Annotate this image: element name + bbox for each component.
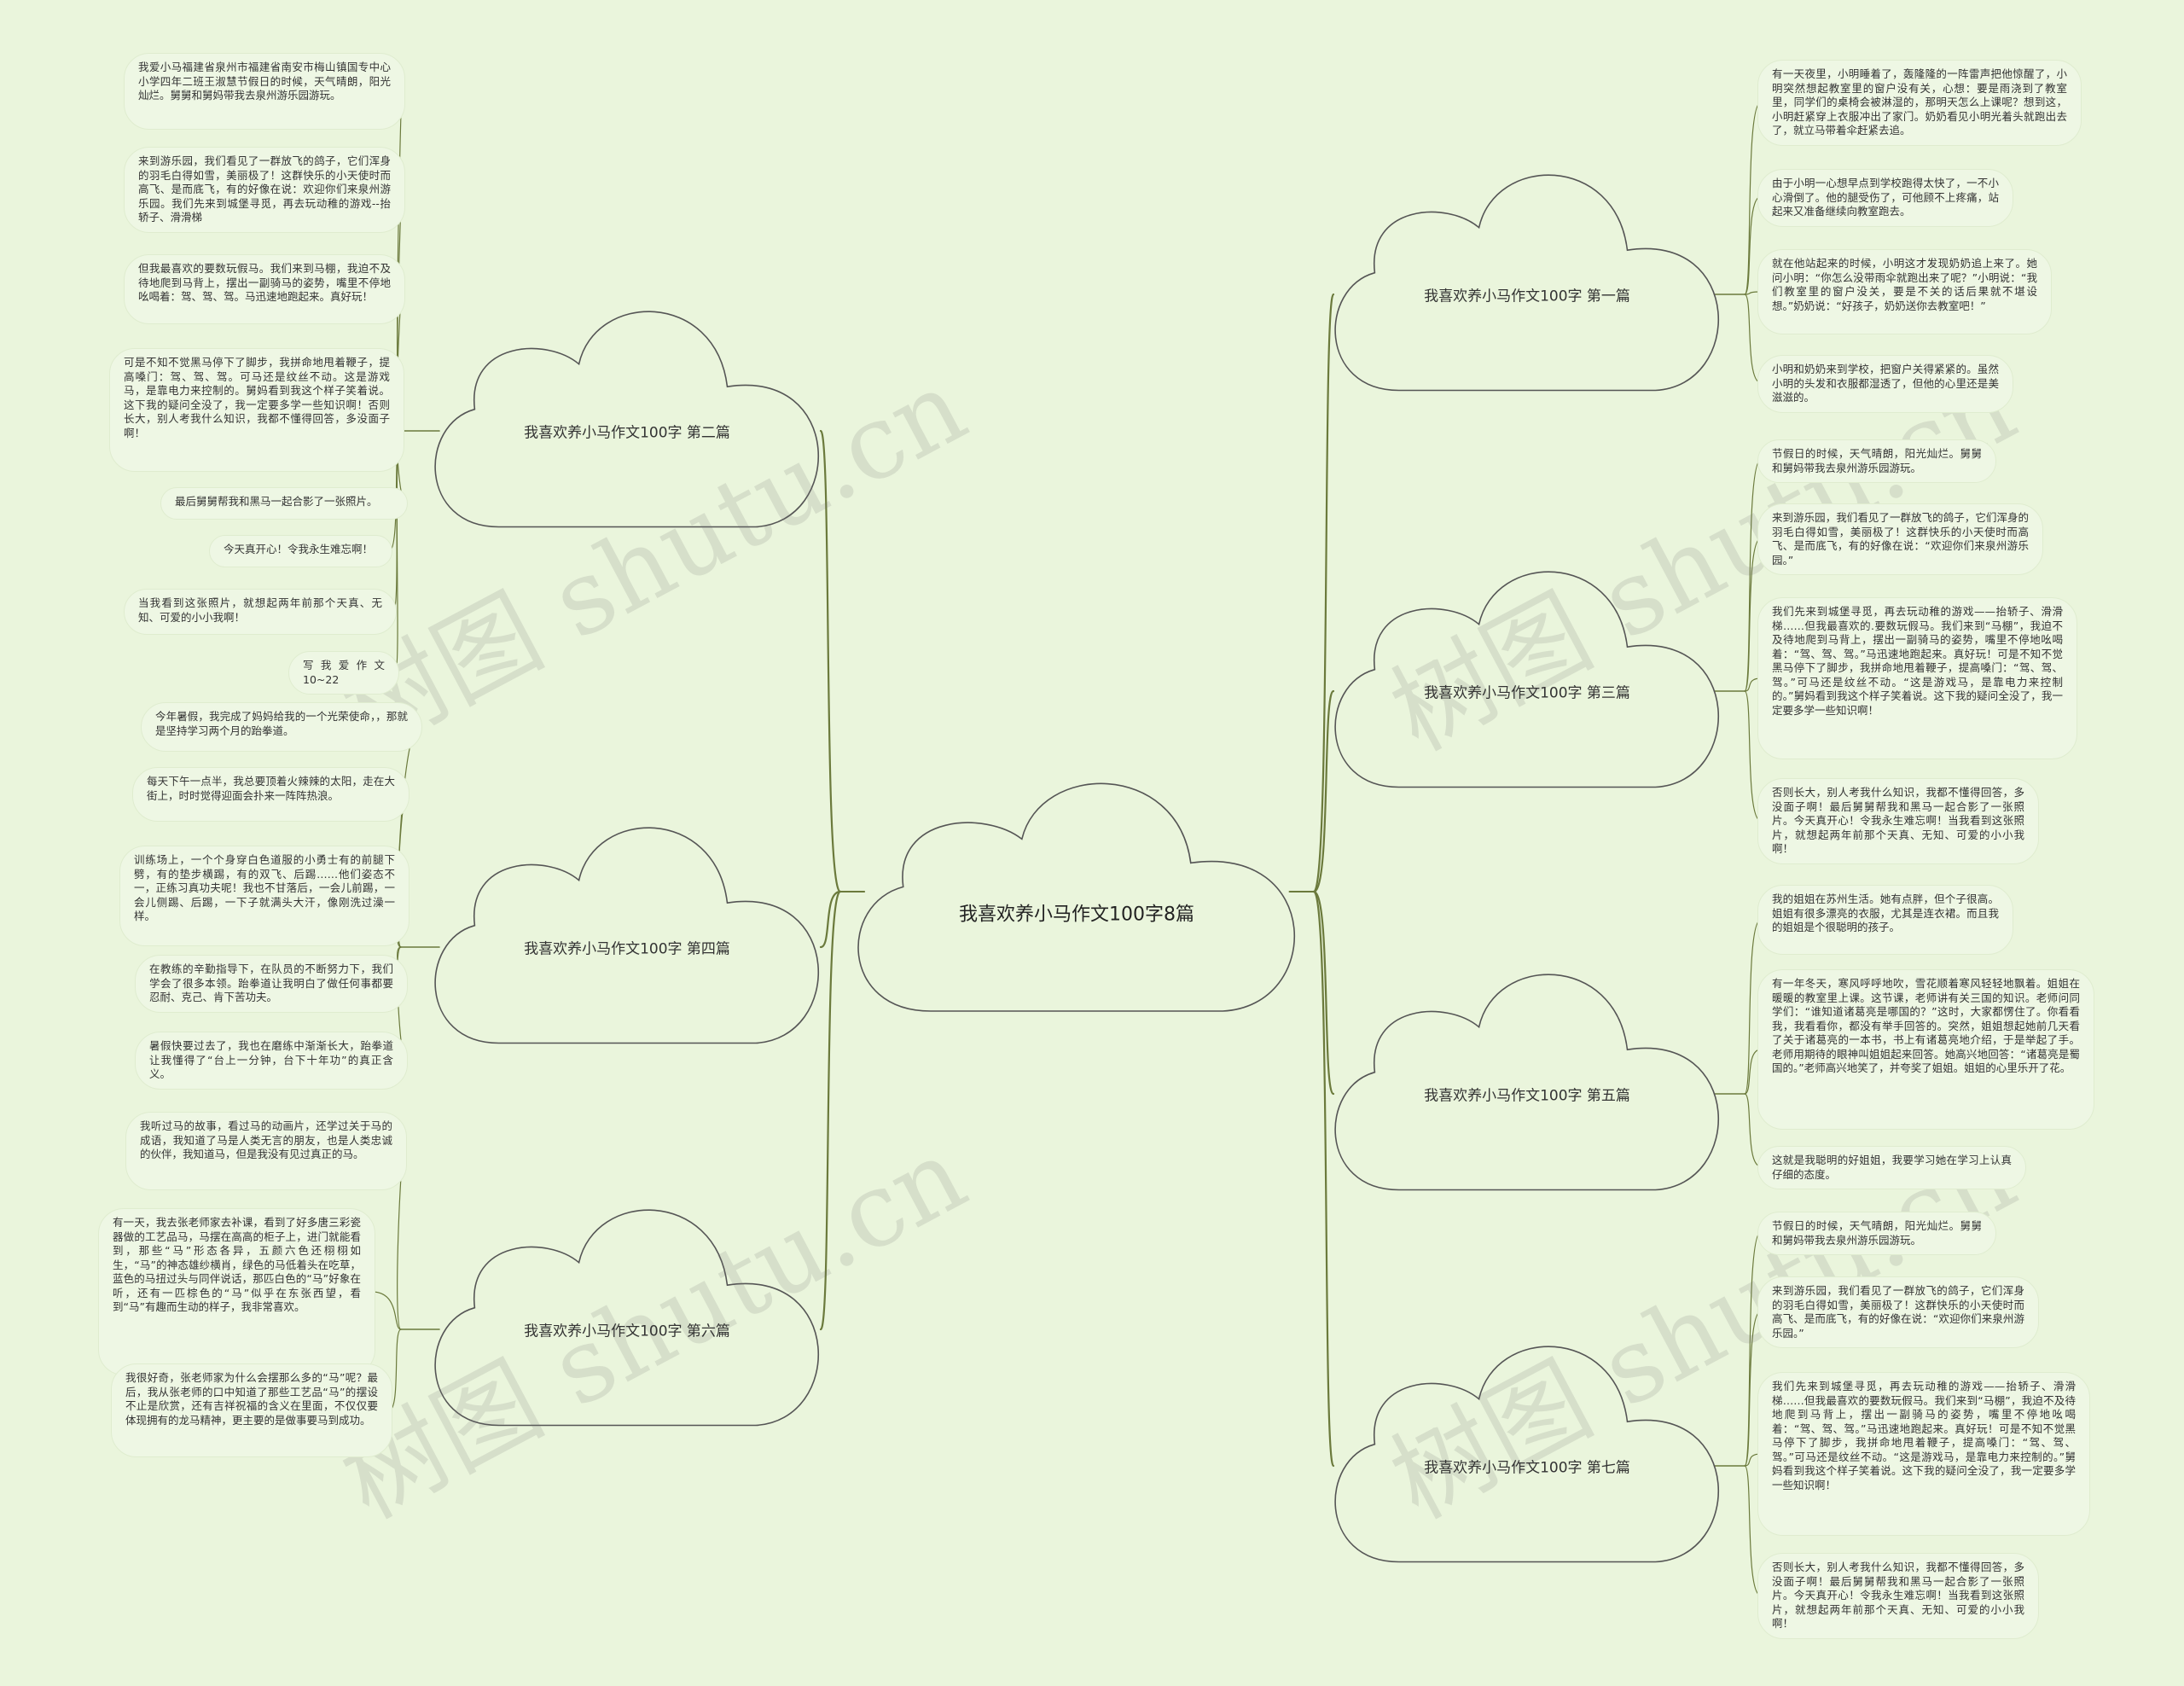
leaf-connector bbox=[1744, 294, 1762, 384]
leaf-text[interactable]: 训练场上，一个个身穿白色道服的小勇士有的前腿下劈，有的垫步横踢，有的双飞、后踢…… bbox=[119, 846, 410, 946]
leaf-text[interactable]: 可是不知不觉黑马停下了脚步，我拼命地甩着鞭子，提高嗓门：驾、驾、驾。可马还是纹丝… bbox=[109, 348, 404, 472]
leaf-text[interactable]: 来到游乐园，我们看见了一群放飞的鸽子，它们浑身的羽毛白得如雪，美丽极了！这群快乐… bbox=[124, 147, 405, 233]
branch-cloud-shape bbox=[1334, 571, 1720, 788]
leaf-text[interactable]: 我的姐姐在苏州生活。她有点胖，但个子很高。姐姐有很多漂亮的衣服，尤其是连衣裙。而… bbox=[1757, 885, 2013, 955]
branch-cloud-shape bbox=[434, 827, 820, 1044]
leaf-text[interactable]: 我爱小马福建省泉州市福建省南安市梅山镇国专中心小学四年二班王淑慧节假日的时候，天… bbox=[124, 53, 405, 130]
leaf-text[interactable]: 但我最喜欢的要数玩假马。我们来到马棚，我迫不及待地爬到马背上，摆出一副骑马的姿势… bbox=[124, 254, 405, 324]
leaf-text[interactable]: 有一天夜里，小明睡着了，轰隆隆的一阵雷声把他惊醒了，小明突然想起教室里的窗户没有… bbox=[1757, 60, 2082, 146]
branch-connector bbox=[819, 890, 842, 949]
branch-title[interactable]: 我喜欢养小马作文100字 第七篇 bbox=[1424, 1459, 1630, 1477]
leaf-text[interactable]: 小明和奶奶来到学校，把窗户关得紧紧的。虽然小明的头发和衣服都湿透了，但他的心里还… bbox=[1757, 355, 2013, 413]
branch-cloud-shape bbox=[1334, 974, 1720, 1191]
leaf-connector bbox=[1744, 1093, 1762, 1167]
leaf-connector bbox=[1744, 195, 1762, 295]
branch-cloud-shape bbox=[434, 1209, 820, 1427]
leaf-text[interactable]: 来到游乐园，我们看见了一群放飞的鸽子，它们浑身的羽毛白得如雪，美丽极了！这群快乐… bbox=[1757, 503, 2043, 575]
branch-title[interactable]: 我喜欢养小马作文100字 第二篇 bbox=[524, 424, 730, 442]
leaf-text[interactable]: 这就是我聪明的好姐姐，我要学习她在学习上认真仔细的态度。 bbox=[1757, 1146, 2026, 1189]
leaf-connector bbox=[1744, 919, 1762, 1095]
leaf-text[interactable]: 每天下午一点半，我总要顶着火辣辣的太阳，走在大街上，时时觉得迎面会扑来一阵阵热浪… bbox=[132, 767, 410, 822]
leaf-text[interactable]: 暑假快要过去了，我也在磨练中渐渐长大，跆拳道让我懂得了“台上一分钟，台下十年功”… bbox=[135, 1032, 408, 1090]
leaf-connector bbox=[1744, 1049, 1762, 1095]
branch-cloud-shape bbox=[1334, 1346, 1720, 1563]
branch-title[interactable]: 我喜欢养小马作文100字 第四篇 bbox=[524, 940, 730, 958]
leaf-text[interactable]: 节假日的时候，天气晴朗，阳光灿烂。舅舅和舅妈带我去泉州游乐园游玩。 bbox=[1757, 439, 1996, 483]
branch-title[interactable]: 我喜欢养小马作文100字 第三篇 bbox=[1424, 684, 1630, 702]
leaf-text[interactable]: 我们先来到城堡寻觅，再去玩动稚的游戏——抬轿子、滑滑梯……但我最喜欢的.要数玩假… bbox=[1757, 597, 2077, 759]
leaf-text[interactable]: 就在他站起来的时候，小明这才发现奶奶追上来了。她问小明：“你怎么没带雨伞就跑出来… bbox=[1757, 249, 2052, 334]
branch-title[interactable]: 我喜欢养小马作文100字 第一篇 bbox=[1424, 288, 1630, 305]
leaf-text[interactable]: 来到游乐园，我们看见了一群放飞的鸽子，它们浑身的羽毛白得如雪，美丽极了！这群快乐… bbox=[1757, 1276, 2039, 1348]
leaf-text[interactable]: 今天真开心！令我永生难忘啊！ bbox=[209, 535, 392, 567]
branch-connector bbox=[1312, 890, 1335, 1468]
leaf-text[interactable]: 节假日的时候，天气晴朗，阳光灿烂。舅舅和舅妈带我去泉州游乐园游玩。 bbox=[1757, 1212, 1996, 1255]
leaf-text[interactable]: 由于小明一心想早点到学校跑得太快了，一不小心滑倒了。他的腿受伤了，可他顾不上疼痛… bbox=[1757, 169, 2013, 227]
leaf-text[interactable]: 写我爱作文10~22 bbox=[288, 651, 399, 695]
leaf-text[interactable]: 在教练的辛勤指导下，在队员的不断努力下，我们学会了很多本领。跆拳道让我明白了做任… bbox=[135, 955, 408, 1013]
center-cloud-shape bbox=[857, 782, 1296, 1012]
leaf-text[interactable]: 我们先来到城堡寻觅，再去玩动稚的游戏——抬轿子、滑滑梯……但我最喜欢的要数玩假马… bbox=[1757, 1372, 2090, 1536]
leaf-text[interactable]: 否则长大，别人考我什么知识，我都不懂得回答，多没面子啊！最后舅舅帮我和黑马一起合… bbox=[1757, 1553, 2039, 1639]
branch-cloud-shape bbox=[1334, 174, 1720, 392]
leaf-text[interactable]: 有一年冬天，寒风呼呼地吹，雪花顺着寒风轻轻地飘着。姐姐在暖暖的教室里上课。这节课… bbox=[1757, 969, 2094, 1130]
leaf-text[interactable]: 我很好奇，张老师家为什么会摆那么多的“马”呢？最后，我从张老师的口中知道了那些工… bbox=[111, 1363, 392, 1457]
leaf-text[interactable]: 当我看到这张照片，就想起两年前那个天真、无知、可爱的小小我啊！ bbox=[124, 589, 397, 635]
leaf-connector bbox=[1744, 538, 1762, 692]
branch-connector bbox=[819, 890, 842, 1331]
leaf-connector bbox=[371, 1291, 402, 1330]
branch-connector bbox=[1312, 890, 1335, 1096]
leaf-connector bbox=[1744, 1311, 1762, 1467]
leaf-text[interactable]: 我听过马的故事，看过马的动画片，还学过关于马的成语，我知道了马是人类无言的朋友，… bbox=[125, 1112, 407, 1190]
branch-title[interactable]: 我喜欢养小马作文100字 第五篇 bbox=[1424, 1087, 1630, 1105]
leaf-text[interactable]: 最后舅舅帮我和黑马一起合影了一张照片。 bbox=[160, 487, 408, 520]
leaf-text[interactable]: 有一天，我去张老师家去补课，看到了好多唐三彩瓷器做的工艺品马，马摆在高高的柜子上… bbox=[98, 1208, 375, 1375]
branch-connector bbox=[819, 429, 842, 893]
leaf-connector bbox=[1744, 690, 1762, 822]
leaf-text[interactable]: 否则长大，别人考我什么知识，我都不懂得回答，多没面子啊！最后舅舅帮我和黑马一起合… bbox=[1757, 778, 2039, 864]
leaf-connector bbox=[1744, 102, 1762, 295]
leaf-text[interactable]: 今年暑假，我完成了妈妈给我的一个光荣使命，，那就是坚持学习两个月的跆拳道。 bbox=[141, 702, 422, 752]
branch-connector bbox=[1312, 689, 1335, 893]
branch-connector bbox=[1312, 293, 1335, 893]
leaf-connector bbox=[1744, 1465, 1762, 1596]
center-topic[interactable]: 我喜欢养小马作文100字8篇 bbox=[959, 904, 1194, 926]
branch-cloud-shape bbox=[434, 311, 820, 528]
branch-title[interactable]: 我喜欢养小马作文100字 第六篇 bbox=[524, 1323, 730, 1340]
